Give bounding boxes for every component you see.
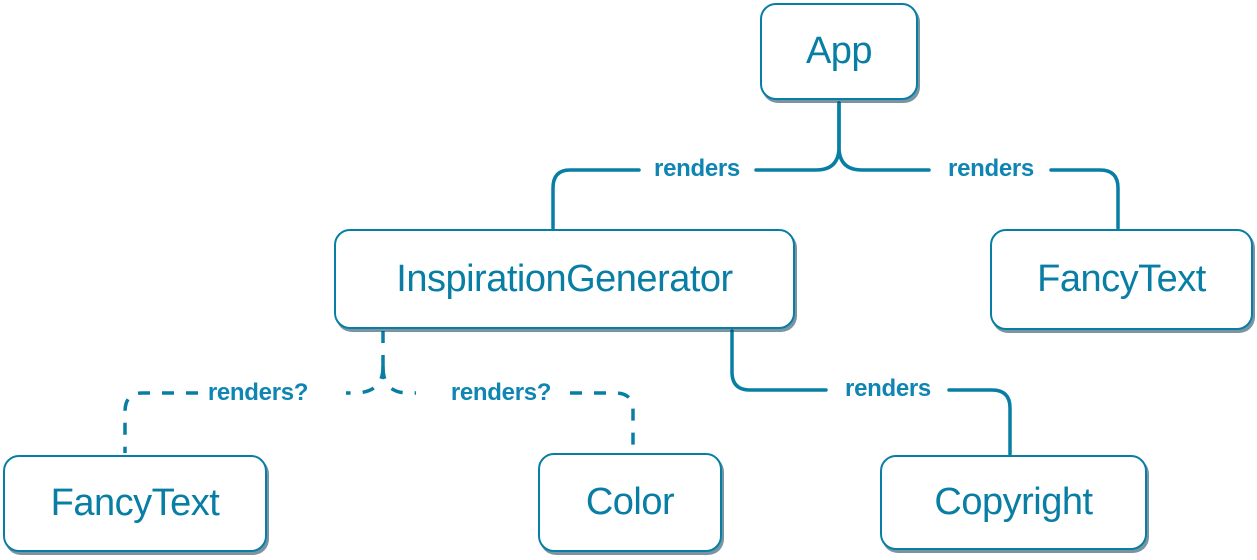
node-inspirationgenerator: InspirationGenerator [334, 229, 795, 329]
node-app: App [760, 3, 918, 100]
edge-label-renders-app-inspirationgenerator: renders [654, 155, 740, 182]
edge-inspirationgenerator-copyright-segment-1 [730, 329, 828, 392]
edge-app-inspirationgenerator-segment-2 [551, 168, 641, 230]
node-label: FancyText [50, 482, 220, 524]
node-label: App [805, 30, 873, 72]
edge-inspirationgenerator-color-segment-1 [381, 366, 416, 395]
edge-app-fancytext-segment-2 [1049, 168, 1120, 230]
edge-label-renders-inspirationgenerator-fancytext: renders? [207, 379, 309, 406]
edge-inspirationgenerator-fancytext-segment-1 [346, 366, 385, 395]
edge-app-fancytext-segment-1 [837, 101, 931, 172]
node-fancytext-bottom: FancyText [3, 455, 267, 552]
node-label: Color [585, 481, 675, 523]
node-copyright: Copyright [880, 455, 1147, 550]
edge-inspirationgenerator-copyright-segment-2 [947, 388, 1012, 456]
edge-inspirationgenerator-color-segment-2 [570, 391, 635, 451]
node-label: Copyright [934, 481, 1093, 523]
edge-label-renders-inspirationgenerator-copyright: renders [845, 375, 931, 402]
node-label: InspirationGenerator [396, 257, 733, 300]
edge-label-renders-inspirationgenerator-color: renders? [450, 379, 552, 406]
node-color: Color [538, 453, 722, 552]
edge-inspirationgenerator-fancytext-segment-2 [123, 391, 198, 453]
edge-label-renders-app-fancytext: renders [948, 155, 1034, 182]
edge-app-inspirationgenerator-segment-1 [754, 101, 841, 172]
node-fancytext-top: FancyText [990, 229, 1253, 330]
node-label: FancyText [1037, 258, 1206, 300]
